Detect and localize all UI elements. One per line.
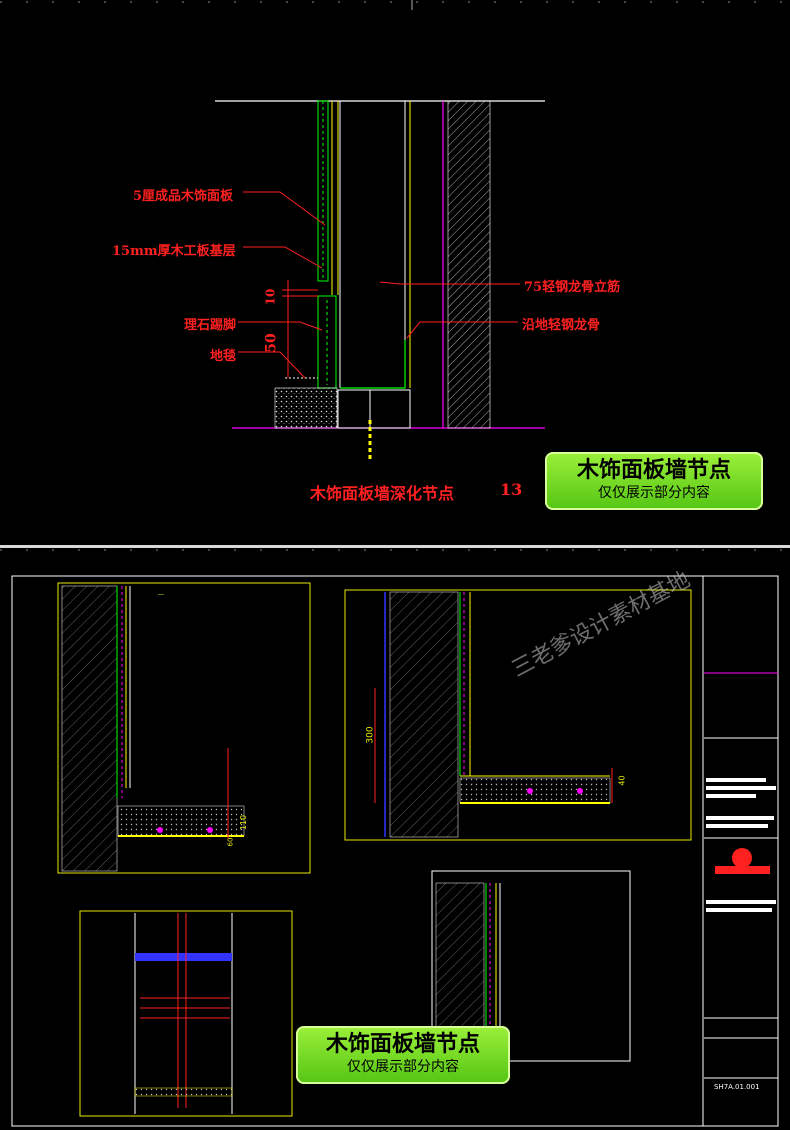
label-steel-stud: 75轻钢龙骨立筋 xyxy=(524,280,621,295)
drawing-title: 木饰面板墙深化节点 xyxy=(310,484,455,503)
preview-badge-bottom: 木饰面板墙节点 仅仅展示部分内容 xyxy=(296,1026,510,1084)
bottom-sheet-panel: ── 300 40 110 60 三老爹设计素材基地 SH7A.01.001 木… xyxy=(0,548,790,1130)
badge-subtitle-bottom: 仅仅展示部分内容 xyxy=(347,1059,459,1075)
panel-divider xyxy=(0,545,790,548)
dim-10: 10 xyxy=(263,288,278,306)
dim-50: 50 xyxy=(263,333,280,353)
label-floor-track: 沿地轻钢龙骨 xyxy=(522,318,601,333)
sheet-code: SH7A.01.001 xyxy=(714,1083,760,1091)
top-detail-panel: 5厘成品木饰面板 15mm厚木工板基层 理石踢脚 地毯 75轻钢龙骨立筋 沿地轻… xyxy=(0,0,790,545)
badge-subtitle: 仅仅展示部分内容 xyxy=(598,485,710,501)
wall-section-drawing xyxy=(0,0,790,460)
callout-text: ── xyxy=(158,592,165,598)
construction-sheet-drawing xyxy=(0,549,790,1127)
preview-badge-top: 木饰面板墙节点 仅仅展示部分内容 xyxy=(545,452,763,510)
drawing-number: 13 xyxy=(500,480,523,499)
dim-110: 110 xyxy=(239,814,249,831)
label-carpet: 地毯 xyxy=(210,349,237,364)
dim-60: 60 xyxy=(226,837,235,847)
dim-40: 40 xyxy=(617,775,627,786)
badge-title-bottom: 木饰面板墙节点 xyxy=(325,1032,480,1057)
label-stone-skirting: 理石踢脚 xyxy=(184,318,237,333)
label-finished-wood-panel: 5厘成品木饰面板 xyxy=(133,189,234,204)
dim-300: 300 xyxy=(365,726,376,744)
label-plywood-base: 15mm厚木工板基层 xyxy=(112,244,236,259)
badge-title: 木饰面板墙节点 xyxy=(576,458,731,483)
